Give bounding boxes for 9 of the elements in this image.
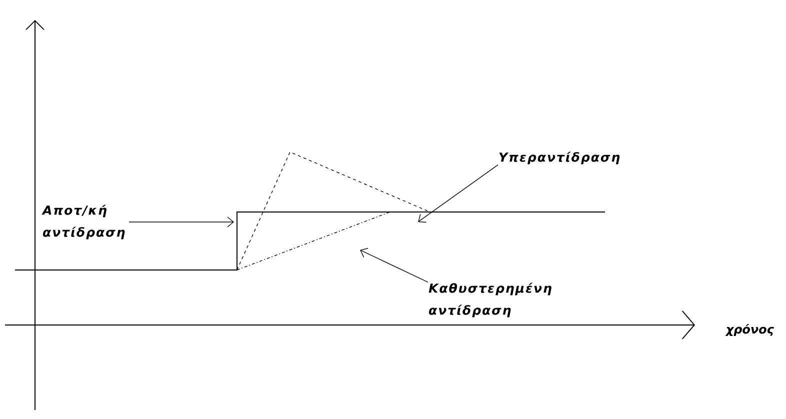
leader-arrow	[128, 216, 234, 228]
leader-arrow	[418, 164, 498, 223]
axis-label: χρόνος	[725, 324, 774, 336]
delayed-response-curve	[236, 212, 390, 270]
response-label: Υπεραντίδραση	[499, 152, 620, 164]
overshoot-curve	[236, 152, 430, 270]
response-label: Καθυστερημένη αντίδραση	[428, 282, 552, 318]
leader-arrow	[360, 248, 428, 283]
response-label: Αποτ/κή αντίδραση	[42, 204, 125, 240]
